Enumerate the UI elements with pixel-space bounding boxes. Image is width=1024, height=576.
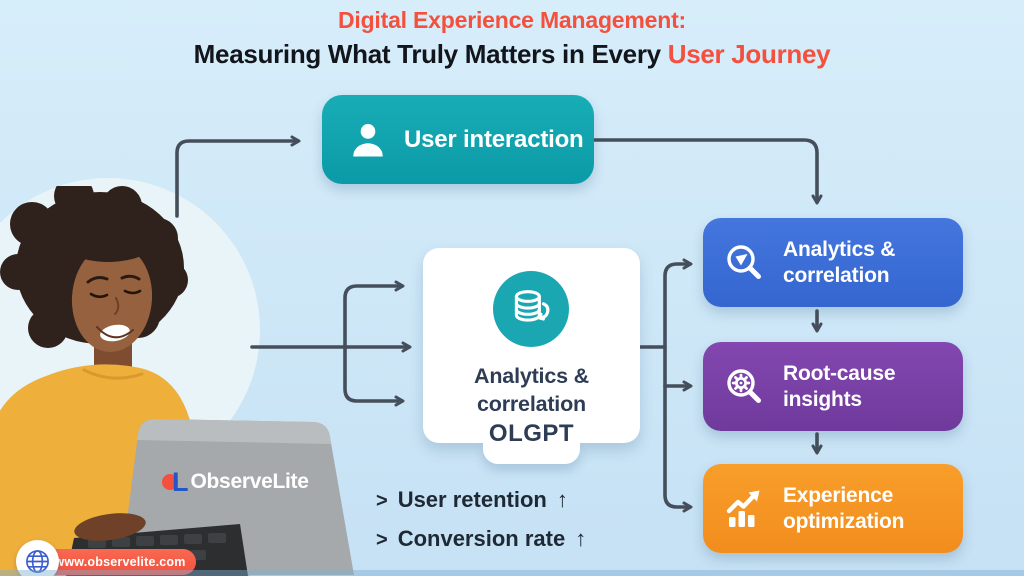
logo-dot-icon [162, 474, 178, 490]
arrow-interaction-to-analytics [568, 138, 823, 205]
arrow-branch-bottom [343, 345, 405, 407]
title-highlight: User Journey [667, 38, 831, 69]
magnifier-arrow-icon [727, 244, 761, 279]
metric-user-retention: > User retention ↑ [376, 487, 568, 512]
root-cause-insights-box: Root-cause insights [703, 342, 963, 431]
user-interaction-box: User interaction [322, 95, 594, 184]
page-title: Digital Experience Management: Measuring… [0, 6, 1024, 70]
title-line2: Measuring What Truly Matters in Every Us… [193, 38, 831, 69]
bottom-edge-strip [0, 570, 1024, 576]
arrow-central-to-blue [638, 258, 693, 349]
title-line1: Digital Experience Management: [337, 7, 687, 33]
chevron-icon: > [376, 490, 388, 512]
hand [74, 513, 146, 541]
experience-optimization-label: Experience optimization [783, 483, 905, 533]
up-arrow-icon: ↑ [556, 487, 568, 512]
metrics-list: > User retention ↑ > Conversion rate ↑ [376, 487, 586, 565]
experience-optimization-box: Experience optimization [703, 464, 963, 553]
arrow-central-to-orange [663, 345, 693, 513]
up-arrow-icon: ↑ [575, 526, 587, 551]
user-icon [353, 123, 383, 156]
olgpt-tab [483, 443, 580, 464]
globe-badge [16, 540, 59, 576]
database-sync-icon [514, 290, 550, 322]
olgpt-badge: OLGPT [488, 420, 575, 447]
logo-mark: L [172, 466, 189, 497]
analytics-correlation-box: Analytics & correlation [703, 218, 963, 307]
arrow-branch-top [343, 280, 405, 349]
central-analytics-card: Analytics & correlation OLGPT [423, 248, 640, 464]
database-badge [493, 271, 569, 347]
central-label: Analytics & correlation [474, 364, 589, 416]
photo-backdrop-circle [0, 178, 260, 482]
magnifier-gear-icon [727, 368, 761, 403]
chevron-icon: > [376, 529, 388, 551]
analytics-correlation-label: Analytics & correlation [783, 237, 896, 287]
metric-conversion-rate: > Conversion rate ↑ [376, 526, 587, 551]
chart-growth-icon [726, 490, 760, 527]
laptop-logo: L ObserveLite [162, 467, 309, 497]
logo-text: ObserveLite [190, 470, 309, 493]
website-url: www.observelite.com [54, 555, 186, 569]
globe-icon [26, 550, 49, 573]
user-interaction-label: User interaction [404, 125, 584, 153]
root-cause-insights-label: Root-cause insights [783, 361, 896, 411]
